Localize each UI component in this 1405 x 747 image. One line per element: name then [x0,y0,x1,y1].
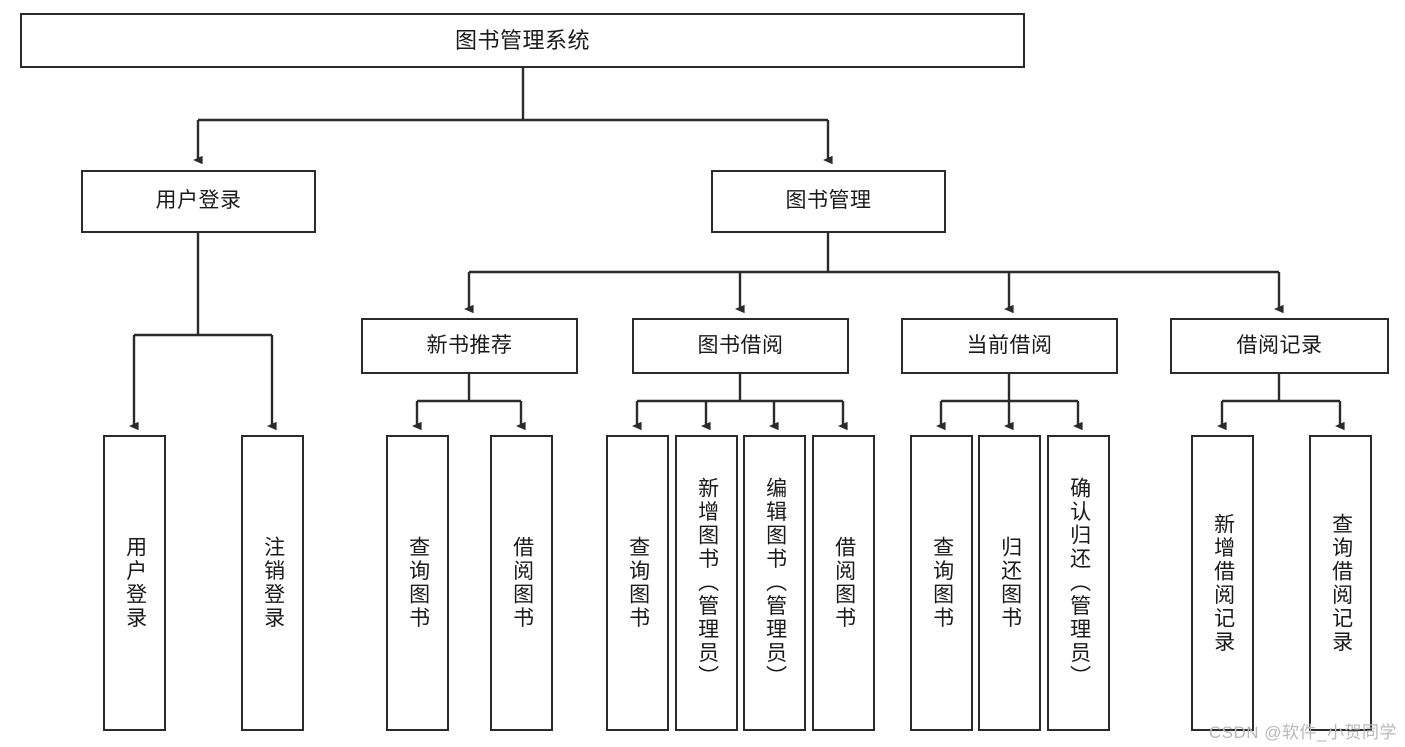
node-book-borrow-label: 图书借阅 [697,333,784,357]
node-leaf-borrow-book-2[interactable]: 借阅图书 [812,435,875,731]
node-leaf-borrow-book-1[interactable]: 借阅图书 [490,435,553,731]
node-book-manage-label: 图书管理 [785,189,872,213]
node-book-manage[interactable]: 图书管理 [711,170,946,233]
node-leaf-confirm-return[interactable]: 确认归还（管理员） [1047,435,1110,731]
node-leaf-add-record-label: 新增借阅记录 [1211,512,1235,654]
node-leaf-add-book-label: 新增图书（管理员） [695,477,719,689]
node-leaf-query-book-3-label: 查询图书 [930,536,954,630]
node-borrow-record-label: 借阅记录 [1236,333,1323,357]
node-leaf-query-book-3[interactable]: 查询图书 [910,435,973,731]
node-leaf-add-book[interactable]: 新增图书（管理员） [675,435,738,731]
node-user-login[interactable]: 用户登录 [81,170,316,233]
node-leaf-edit-book[interactable]: 编辑图书（管理员） [743,435,806,731]
node-leaf-user-login-label: 用户登录 [123,536,147,630]
node-leaf-return-book-label: 归还图书 [998,536,1022,630]
node-leaf-add-record[interactable]: 新增借阅记录 [1191,435,1254,731]
node-new-book-recommend-label: 新书推荐 [426,333,513,357]
node-leaf-logout-login[interactable]: 注销登录 [241,435,304,731]
node-leaf-borrow-book-2-label: 借阅图书 [832,536,856,630]
node-leaf-query-record-label: 查询借阅记录 [1329,512,1353,654]
node-leaf-query-book-1-label: 查询图书 [406,536,430,630]
node-current-borrow-label: 当前借阅 [966,333,1053,357]
node-leaf-query-book-2-label: 查询图书 [626,536,650,630]
node-new-book-recommend[interactable]: 新书推荐 [361,318,578,374]
node-leaf-logout-login-label: 注销登录 [261,536,285,630]
node-current-borrow[interactable]: 当前借阅 [901,318,1118,374]
node-user-login-label: 用户登录 [155,189,242,213]
node-leaf-borrow-book-1-label: 借阅图书 [510,536,534,630]
node-root-label: 图书管理系统 [454,27,590,53]
node-root[interactable]: 图书管理系统 [20,13,1025,68]
node-leaf-query-book-1[interactable]: 查询图书 [386,435,449,731]
node-leaf-return-book[interactable]: 归还图书 [978,435,1041,731]
node-borrow-record[interactable]: 借阅记录 [1170,318,1389,374]
node-leaf-query-book-2[interactable]: 查询图书 [606,435,669,731]
node-leaf-edit-book-label: 编辑图书（管理员） [763,477,787,689]
node-leaf-user-login[interactable]: 用户登录 [103,435,166,731]
watermark: CSDN @软件_小贺同学 [1208,723,1397,742]
node-leaf-query-record[interactable]: 查询借阅记录 [1309,435,1372,731]
node-book-borrow[interactable]: 图书借阅 [632,318,849,374]
node-leaf-confirm-return-label: 确认归还（管理员） [1067,477,1091,689]
